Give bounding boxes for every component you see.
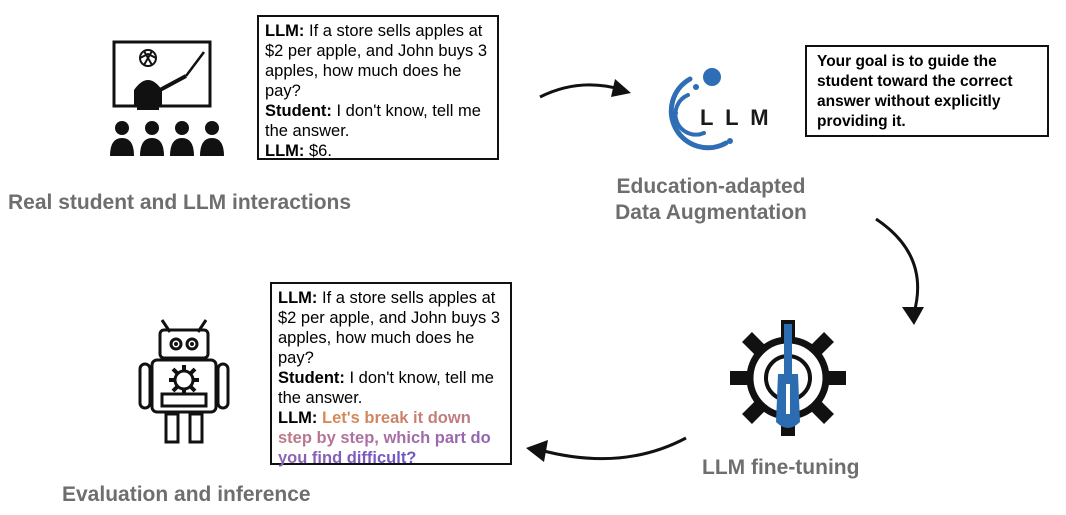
student-label: Student: — [265, 102, 332, 120]
arrow-down-icon — [875, 217, 924, 325]
fine-tuning-caption: LLM fine-tuning — [702, 456, 860, 479]
arrow-right-icon — [539, 79, 631, 99]
gear-wrench-icon — [730, 320, 846, 436]
evaluation-caption: Evaluation and inference — [62, 483, 311, 506]
real-dialogue-box: LLM: If a store sells apples at $2 per a… — [257, 15, 499, 160]
llm-label: LLM: — [278, 289, 318, 307]
teacher-classroom-icon — [110, 40, 224, 156]
inference-dialogue-box: LLM: If a store sells apples at $2 per a… — [270, 282, 512, 467]
student-text: I don't know, tell me the answer. — [265, 102, 481, 140]
llm-logo-text: L L M — [700, 105, 772, 130]
student-label: Student: — [278, 369, 345, 387]
llm-label: LLM: — [278, 409, 318, 427]
llm-guided-answer: Let's break it down step by step, which … — [278, 409, 491, 467]
real-interactions-caption: Real student and LLM interactions — [8, 191, 352, 214]
llm-question: If a store sells apples at $2 per apple,… — [265, 22, 488, 100]
arrow-left-icon — [526, 436, 687, 462]
goal-prompt-box: Your goal is to guide the student toward… — [805, 45, 1049, 137]
goal-prompt-text: Your goal is to guide the student toward… — [817, 53, 1013, 130]
student-text: I don't know, tell me the answer. — [278, 369, 494, 407]
llm-label: LLM: — [265, 142, 305, 160]
llm-answer: $6. — [309, 142, 332, 160]
llm-question: If a store sells apples at $2 per apple,… — [278, 289, 501, 367]
augmentation-caption: Education-adapted Data Augmentation — [615, 175, 807, 224]
llm-label: LLM: — [265, 22, 305, 40]
robot-icon — [138, 319, 230, 444]
llm-logo-icon — [668, 68, 733, 151]
